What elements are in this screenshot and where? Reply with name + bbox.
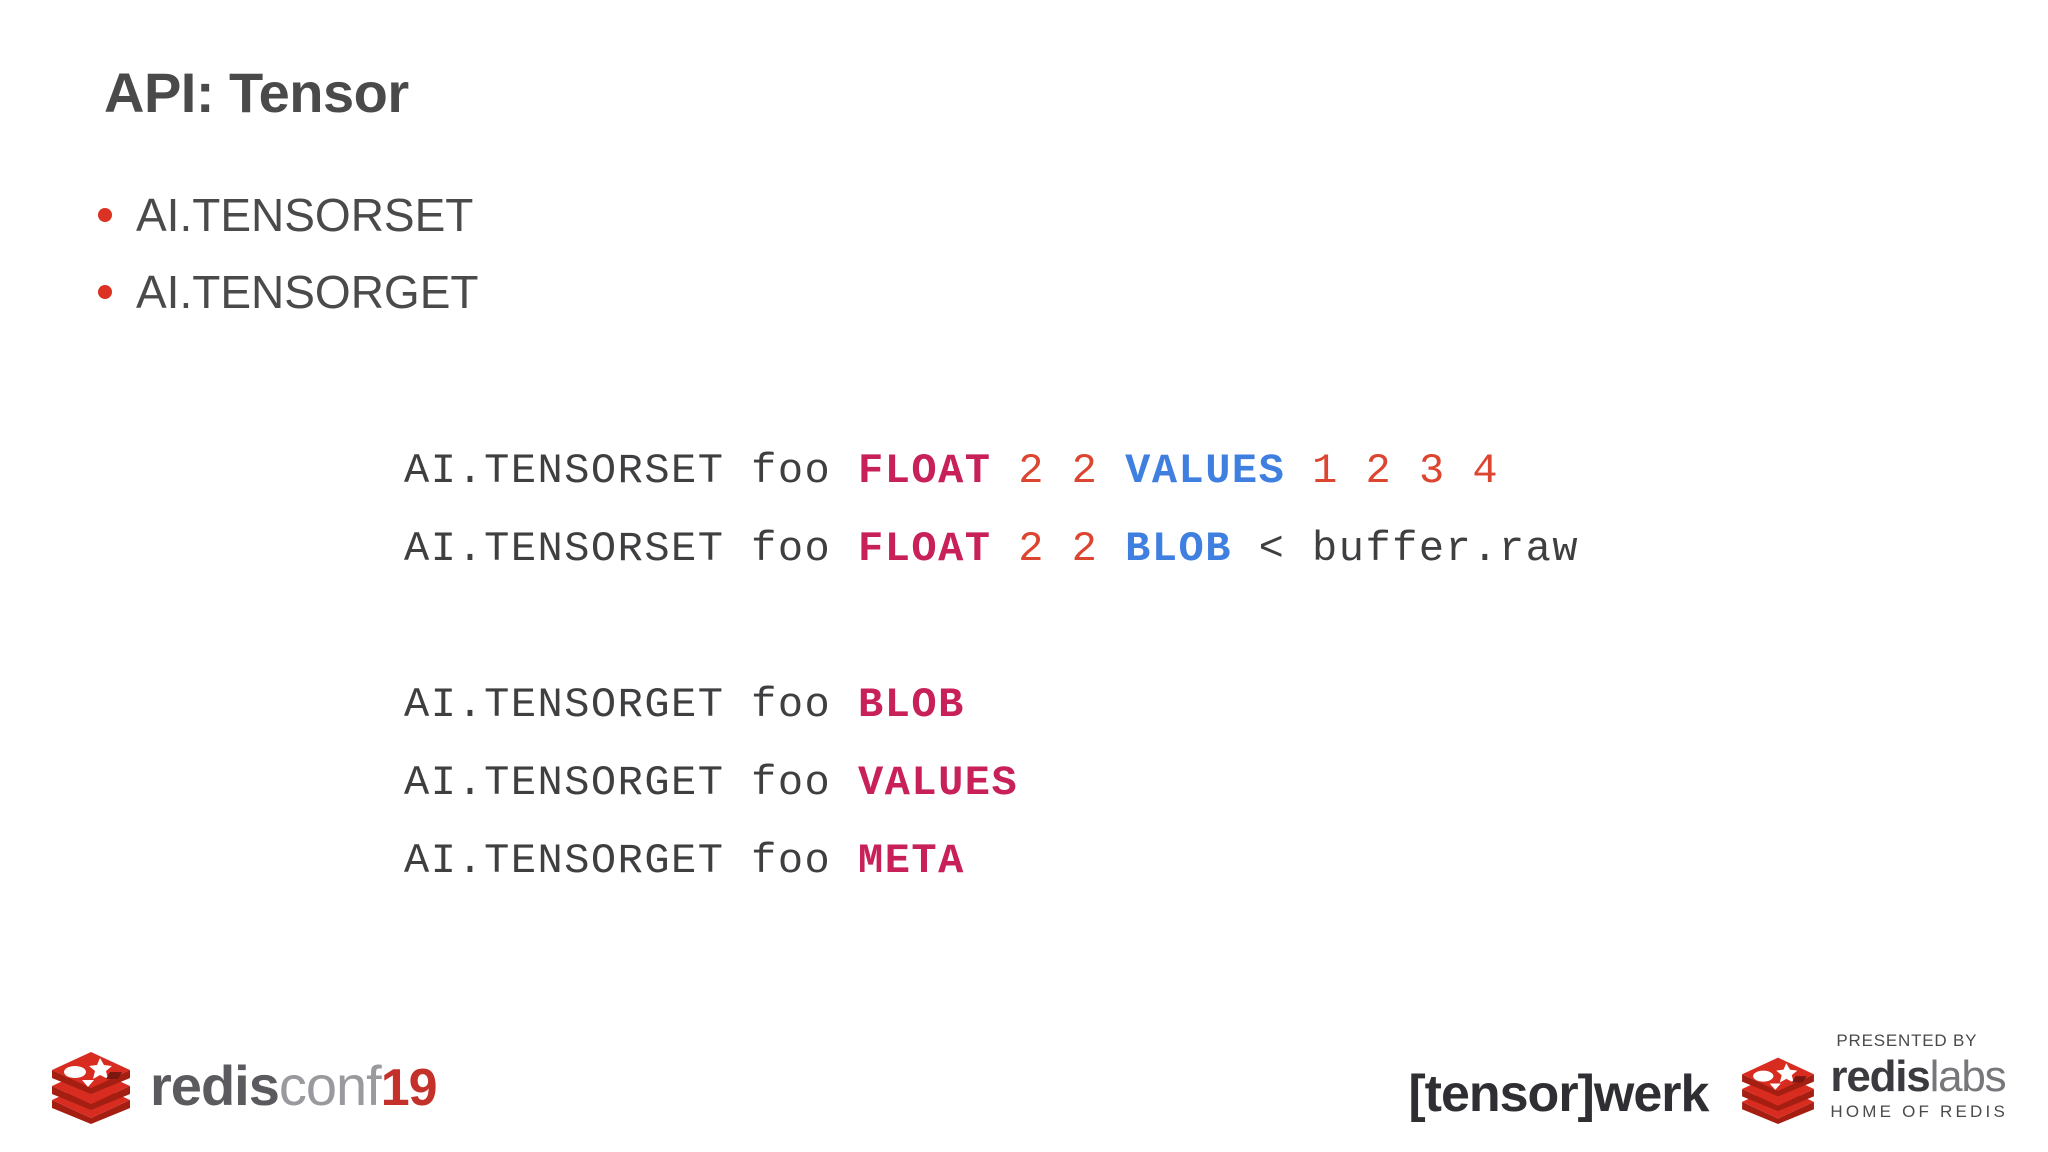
footer-right-group: [tensor]werk PRESENTED BY <box>1408 1031 2008 1124</box>
list-item: AI.TENSORGET <box>98 259 998 336</box>
code-line-tensorget-meta: AI.TENSORGET foo META <box>404 822 1579 900</box>
bullet-list: AI.TENSORSET AI.TENSORGET <box>98 182 998 336</box>
code-token <box>992 525 1019 573</box>
redislabs-wordmark: redislabs HOME OF REDIS <box>1830 1054 2008 1123</box>
bullet-dot-icon <box>98 208 112 222</box>
bullet-label-tensorget: AI.TENSORGET <box>136 266 479 318</box>
code-token: BLOB <box>857 681 965 729</box>
redisconf-conf-text: conf <box>278 1054 382 1117</box>
code-token: AI.TENSORSET foo <box>404 447 858 495</box>
code-token: VALUES <box>1125 447 1286 495</box>
code-token: AI.TENSORGET foo <box>404 837 858 885</box>
code-token: FLOAT <box>857 525 992 573</box>
code-token <box>1339 447 1366 495</box>
redisconf-wordmark: redisconf19 <box>150 1058 438 1117</box>
redis-cube-icon <box>52 1052 130 1124</box>
bullet-dot-icon <box>98 285 112 299</box>
page-title: API: Tensor <box>104 61 409 124</box>
code-token <box>1045 525 1072 573</box>
code-line-tensorget-blob: AI.TENSORGET foo BLOB <box>404 666 1579 744</box>
code-token: 3 <box>1418 447 1446 495</box>
tensorwerk-logo: [tensor]werk <box>1408 1065 1709 1123</box>
code-token: 2 <box>1071 525 1099 573</box>
code-token <box>992 447 1019 495</box>
code-block: AI.TENSORSET foo FLOAT 2 2 VALUES 1 2 3 … <box>404 432 1579 900</box>
code-line-spacer <box>404 588 1579 666</box>
list-item: AI.TENSORSET <box>98 182 998 259</box>
code-token: AI.TENSORGET foo <box>404 681 858 729</box>
code-token: FLOAT <box>857 447 992 495</box>
redislabs-word-row: redislabs <box>1830 1054 2008 1098</box>
redisconf-redis-text: redis <box>150 1054 280 1117</box>
code-line-tensorset-values: AI.TENSORSET foo FLOAT 2 2 VALUES 1 2 3 … <box>404 432 1579 510</box>
redisconf-year-text: 19 <box>380 1059 438 1117</box>
redislabs-row: redislabs HOME OF REDIS <box>1738 1054 2008 1124</box>
code-token: 2 <box>1018 447 1045 495</box>
redis-cube-icon <box>1742 1057 1815 1124</box>
code-token <box>1285 447 1312 495</box>
code-token: 2 <box>1365 447 1393 495</box>
redislabs-logo: PRESENTED BY redislabs <box>1738 1031 2008 1124</box>
code-line-tensorget-values: AI.TENSORGET foo VALUES <box>404 744 1579 822</box>
code-token: META <box>857 837 965 885</box>
redislabs-tagline: HOME OF REDIS <box>1830 1102 2008 1122</box>
code-token: < buffer.raw <box>1231 525 1580 573</box>
code-token: AI.TENSORSET foo <box>404 525 858 573</box>
code-token <box>1446 447 1473 495</box>
code-token: 2 <box>1071 447 1099 495</box>
code-token <box>1098 447 1125 495</box>
code-token: AI.TENSORGET foo <box>404 759 858 807</box>
presented-by-label: PRESENTED BY <box>1836 1031 1978 1050</box>
code-token <box>1098 525 1125 573</box>
code-token <box>1045 447 1072 495</box>
code-line-tensorset-blob: AI.TENSORSET foo FLOAT 2 2 BLOB < buffer… <box>404 510 1579 588</box>
bullet-label-tensorset: AI.TENSORSET <box>136 189 474 241</box>
code-token <box>1392 447 1419 495</box>
code-token: VALUES <box>857 759 1019 807</box>
code-token: 4 <box>1472 447 1500 495</box>
redislabs-labs-text: labs <box>1929 1051 2007 1101</box>
redislabs-redis-text: redis <box>1830 1051 1930 1101</box>
code-token: 2 <box>1018 525 1045 573</box>
redisconf-logo: redisconf19 <box>48 1048 438 1124</box>
code-token: 1 <box>1312 447 1339 495</box>
code-token: BLOB <box>1125 525 1232 573</box>
